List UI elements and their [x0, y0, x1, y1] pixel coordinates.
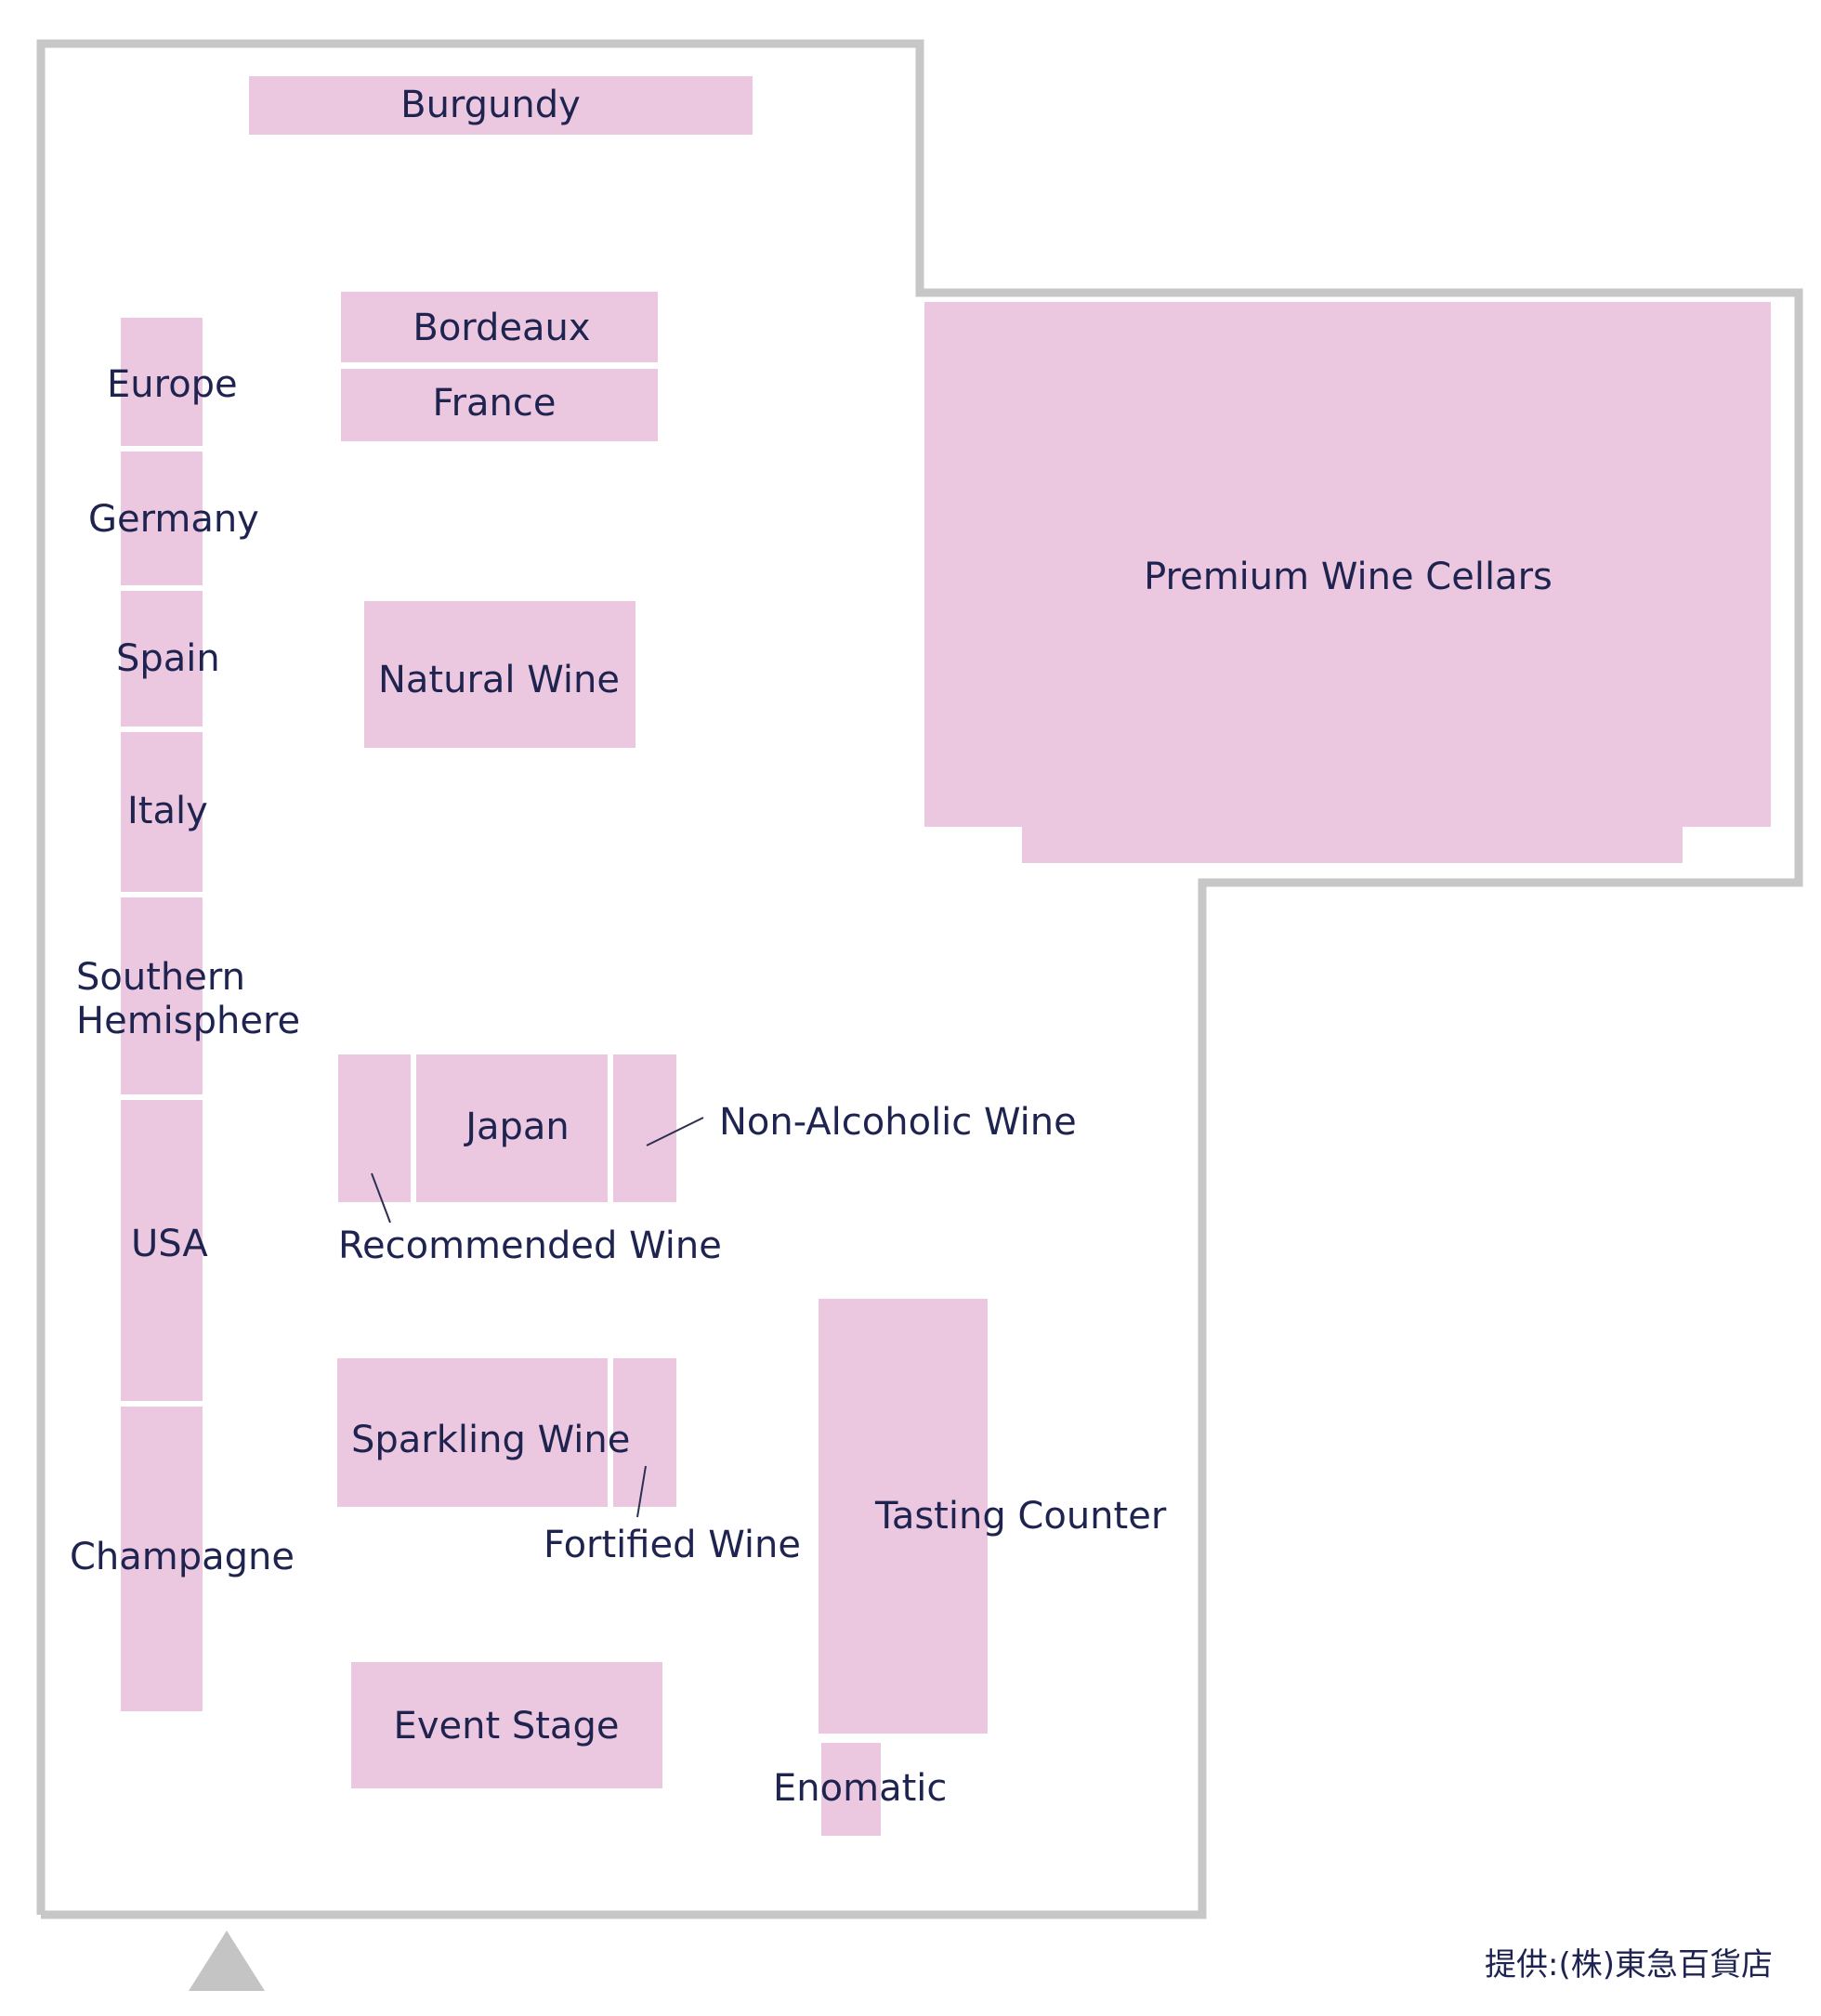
label-bordeaux: Bordeaux — [413, 307, 590, 349]
label-non-alcoholic-wine: Non-Alcoholic Wine — [719, 1101, 1077, 1144]
label-enomatic: Enomatic — [773, 1767, 947, 1810]
zone-japan[interactable] — [416, 1054, 608, 1202]
leader-non-alcoholic-wine — [646, 1117, 704, 1146]
zone-southern-hemisphere[interactable] — [121, 897, 203, 1094]
zone-champagne[interactable] — [121, 1407, 203, 1711]
zone-premium-wine-cellars[interactable] — [924, 302, 1771, 863]
label-southern-hemisphere-line2: Hemisphere — [76, 1000, 300, 1042]
zone-bordeaux[interactable] — [341, 292, 658, 362]
zone-non-alcoholic-wine[interactable] — [613, 1054, 676, 1202]
label-usa: USA — [131, 1223, 208, 1265]
label-event-stage: Event Stage — [394, 1705, 620, 1748]
label-italy: Italy — [127, 790, 208, 832]
zone-recommended-wine[interactable] — [338, 1054, 411, 1202]
outer-wall — [36, 39, 1803, 1919]
credit-text: 提供:(株)東急百貨店 — [1485, 1946, 1773, 1983]
label-germany: Germany — [88, 498, 259, 541]
zone-tasting-counter[interactable] — [819, 1299, 988, 1734]
leader-recommended-wine — [371, 1172, 391, 1224]
zone-event-stage[interactable] — [351, 1662, 662, 1788]
zone-sparkling-wine[interactable] — [337, 1358, 608, 1507]
zone-france[interactable] — [341, 369, 658, 441]
zone-burgundy[interactable] — [249, 76, 753, 135]
zone-europe[interactable] — [121, 318, 203, 446]
label-burgundy: Burgundy — [400, 84, 581, 126]
zone-natural-wine[interactable] — [364, 601, 635, 748]
zone-fortified-wine[interactable] — [613, 1358, 676, 1507]
zone-italy[interactable] — [121, 732, 203, 892]
zone-enomatic[interactable] — [821, 1743, 881, 1836]
label-france: France — [432, 382, 556, 425]
label-europe: Europe — [107, 363, 238, 406]
label-champagne: Champagne — [70, 1536, 295, 1578]
label-sparkling-wine: Sparkling Wine — [351, 1419, 630, 1461]
zone-spain[interactable] — [121, 591, 203, 727]
leader-fortified-wine — [636, 1465, 647, 1518]
label-southern-hemisphere-line1: Southern — [76, 956, 245, 999]
label-premium-wine-cellars: Premium Wine Cellars — [1144, 556, 1552, 598]
label-japan: Japan — [463, 1106, 570, 1148]
label-recommended-wine: Recommended Wine — [338, 1224, 722, 1267]
label-tasting-counter: Tasting Counter — [874, 1495, 1167, 1538]
label-spain: Spain — [116, 637, 220, 680]
zone-usa[interactable] — [121, 1100, 203, 1401]
triangle-up-icon — [189, 1931, 265, 1991]
zone-germany[interactable] — [121, 452, 203, 585]
label-natural-wine: Natural Wine — [378, 659, 620, 701]
label-fortified-wine: Fortified Wine — [544, 1524, 801, 1566]
